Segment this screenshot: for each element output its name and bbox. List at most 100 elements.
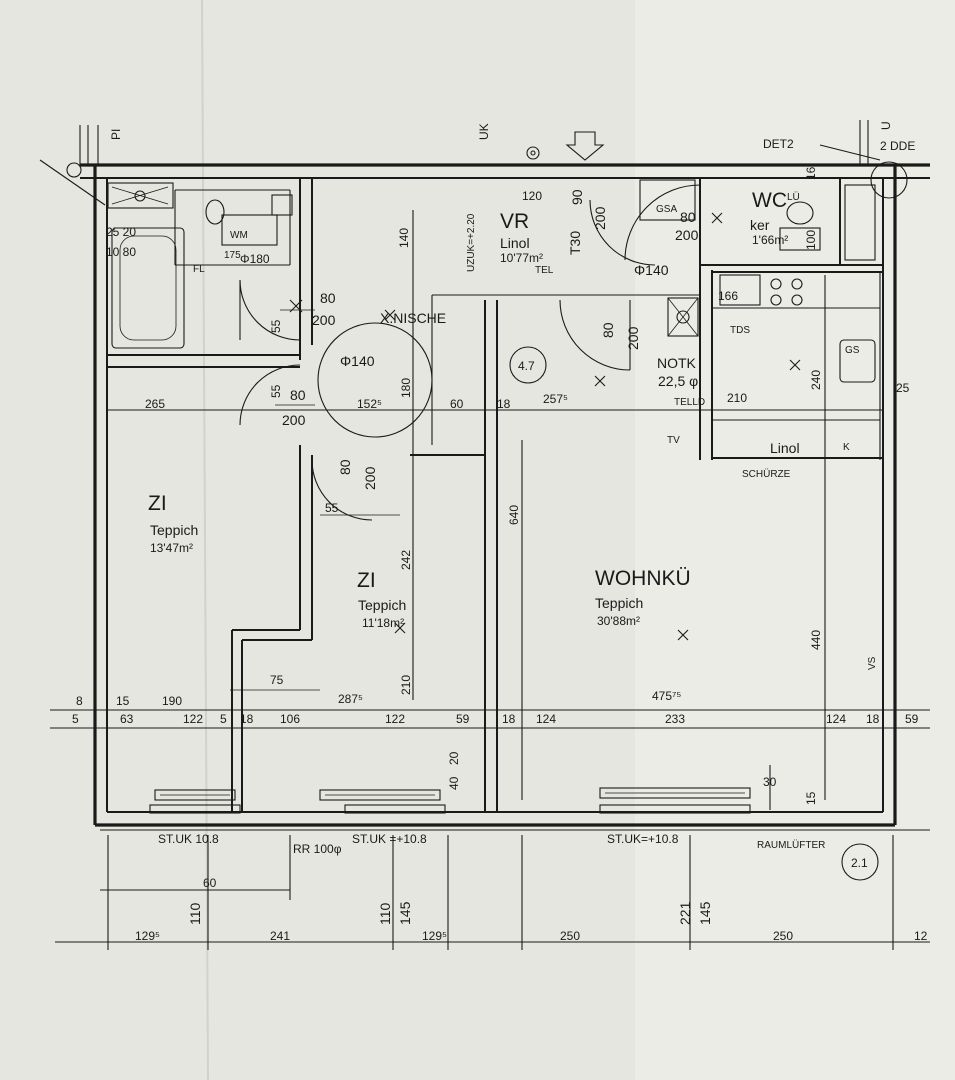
- dim: 60: [450, 397, 464, 411]
- dim: 287⁵: [338, 692, 363, 706]
- dim: 59: [905, 712, 919, 726]
- dim: 122: [183, 712, 203, 726]
- vs-label: VS: [867, 656, 878, 670]
- stuk-3: ST.UK=+10.8: [607, 832, 679, 846]
- room-wc-area: 1'66m²: [752, 233, 788, 247]
- notk-value: 22,5 φ: [658, 373, 698, 389]
- cross-marks: [289, 212, 801, 641]
- room-vr-area: 10'77m²: [500, 251, 543, 265]
- dim: 166: [718, 289, 738, 303]
- dim: 200: [592, 206, 608, 230]
- dim: 30: [763, 775, 777, 789]
- dim: 210: [399, 675, 413, 695]
- dim: 475⁷⁵: [652, 689, 681, 703]
- dim: 140: [397, 228, 411, 248]
- dim: 20: [447, 751, 461, 765]
- room-zi1-name: ZI: [148, 492, 167, 515]
- dim: 80: [600, 322, 616, 338]
- fl-label: FL: [193, 264, 205, 275]
- dim: 175: [224, 250, 241, 261]
- dim: 440: [809, 630, 823, 650]
- fixtures: [39, 131, 908, 881]
- k-label: K: [843, 442, 850, 453]
- dim: 15: [116, 694, 130, 708]
- dim: 124: [826, 712, 846, 726]
- dimension-lines: [50, 210, 930, 950]
- dim: 129⁵: [135, 929, 160, 943]
- dim: 18: [497, 397, 511, 411]
- room-wc-floor: ker: [750, 217, 770, 233]
- dim: 129⁵: [422, 929, 447, 943]
- dim: 5: [220, 712, 227, 726]
- dim: 106: [280, 712, 300, 726]
- room-zi1-area: 13'47m²: [150, 541, 193, 555]
- wm-label: WM: [230, 230, 248, 241]
- dim: 12: [914, 929, 928, 943]
- det-label: DET2: [763, 137, 794, 151]
- pi-label: PI: [109, 129, 123, 140]
- circle-21-label: 2.1: [851, 856, 868, 870]
- tds-label: TDS: [730, 325, 750, 336]
- dim: 80: [320, 290, 336, 306]
- dim: 18: [240, 712, 254, 726]
- dim: 75: [270, 673, 284, 687]
- uzuk-label: UZUK=+2.20: [466, 213, 477, 272]
- dim: 18: [866, 712, 880, 726]
- dim: 241: [270, 929, 290, 943]
- door-swings: [239, 184, 701, 521]
- room-zi2-name: ZI: [357, 569, 376, 592]
- dim: 90: [569, 189, 585, 205]
- dim: 40: [447, 776, 461, 790]
- room-wohnku-floor: Teppich: [595, 595, 643, 611]
- dim: 63: [120, 712, 134, 726]
- dimension-numbers: 265 152⁵ 60 18 257⁵ 210 140 80 200 80 20…: [72, 166, 928, 943]
- dim: Φ140: [340, 353, 375, 369]
- dim: 233: [665, 712, 685, 726]
- dim: 5: [72, 712, 79, 726]
- room-wohnku-area: 30'88m²: [597, 614, 640, 628]
- stuk-2: ST.UK =+10.8: [352, 832, 427, 846]
- dim: 250: [560, 929, 580, 943]
- dim: 110: [187, 902, 203, 925]
- gs-label: GS: [845, 345, 860, 356]
- tv-label: TV: [667, 435, 680, 446]
- gsa-label: GSA: [656, 204, 677, 215]
- room-wc-name: WC: [752, 189, 787, 212]
- dim: 100: [804, 230, 818, 250]
- telld-label: TELLD: [674, 397, 705, 408]
- room-zi1-floor: Teppich: [150, 522, 198, 538]
- dim: 59: [456, 712, 470, 726]
- dim: 25: [896, 381, 910, 395]
- dim: 55: [269, 319, 283, 333]
- tel-label: TEL: [535, 265, 554, 276]
- paper-fold: [201, 0, 209, 1080]
- room-wohnku-name: WOHNKÜ: [595, 567, 691, 590]
- dim: Φ180: [240, 252, 270, 266]
- dim: 200: [282, 412, 306, 428]
- dim: 145: [697, 901, 713, 925]
- lu-label: LÜ: [787, 191, 800, 203]
- dim: 122: [385, 712, 405, 726]
- kitchen-floor: Linol: [770, 440, 800, 456]
- dim: 145: [397, 901, 413, 925]
- dim: 200: [675, 227, 699, 243]
- uk-label: UK: [477, 123, 491, 140]
- dim: 200: [312, 312, 336, 328]
- dim: 25 20: [106, 225, 136, 239]
- dim: 55: [325, 501, 339, 515]
- room-vr-name: VR: [500, 210, 529, 233]
- dim: 15: [804, 791, 818, 805]
- dim: 10 80: [106, 245, 136, 259]
- raumlufter-label: RAUMLÜFTER: [757, 839, 825, 851]
- outer-walls: [79, 120, 930, 827]
- room-zi2-area: 11'18m²: [362, 616, 404, 630]
- dim: 250: [773, 929, 793, 943]
- dim: 200: [362, 466, 378, 490]
- dim: 124: [536, 712, 556, 726]
- dim: 180: [399, 378, 413, 398]
- dim: 8: [76, 694, 83, 708]
- windows: [149, 787, 751, 814]
- dim: 110: [377, 902, 393, 925]
- rr-label: RR 100φ: [293, 842, 342, 856]
